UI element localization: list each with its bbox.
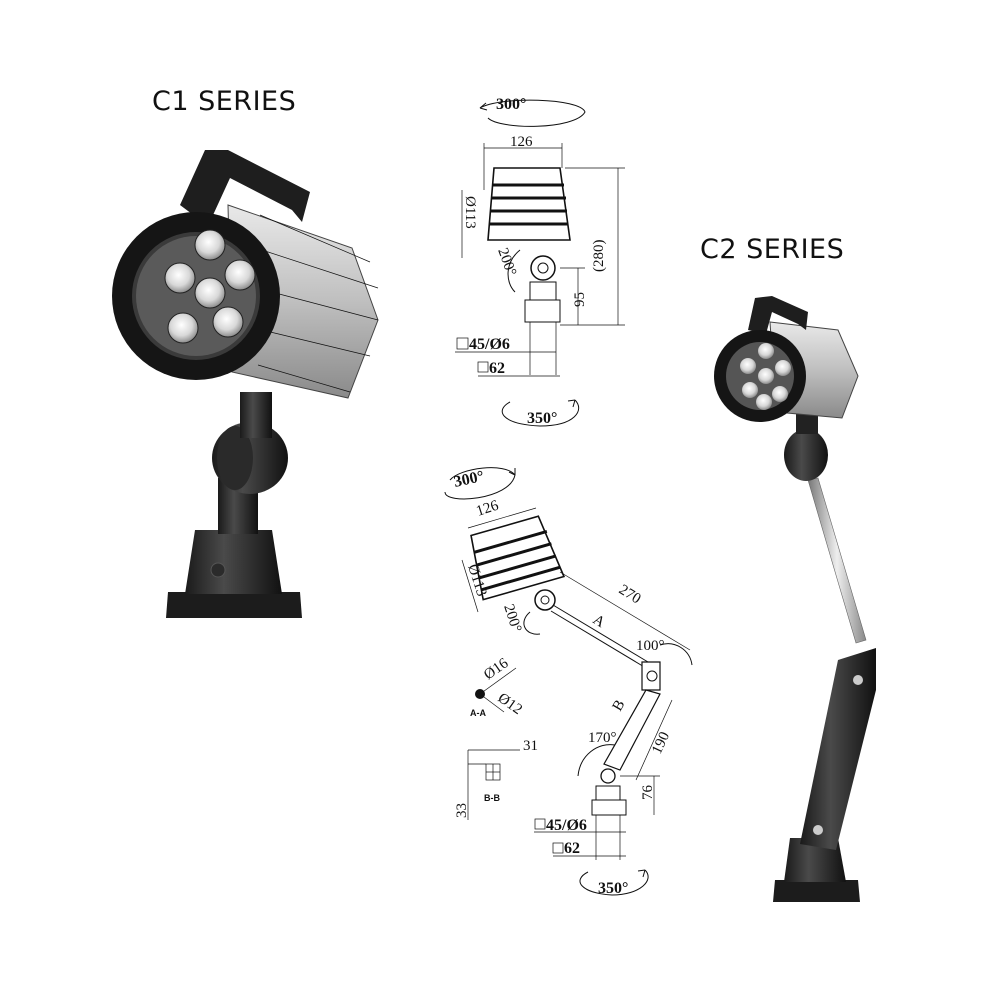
base-height-value-2: 76 [640,785,656,801]
c2-upper-rod [807,477,867,644]
lower-length-value: 190 [649,730,673,757]
c2-lower-arm [800,648,876,850]
c1-handle [180,150,310,226]
rotation-top-value: 300° [496,96,526,113]
c2-dimension-drawing: 300° 126 Ø113 200° A 270 [444,467,693,897]
rotation-bottom-value-2: 350° [598,880,628,897]
diameter-outer-value: Ø16 [481,655,512,683]
section-bb-width-value: 31 [523,738,538,754]
c2-series-title: C2 SERIES [700,234,845,265]
base-mount-value: 45/Ø6 [469,336,510,353]
c1-swivel-joint [212,392,288,534]
arm-angle-value: 100° [636,638,665,654]
c1-led-array [164,229,256,344]
c2-handle [748,296,808,334]
tilt-value-2: 200° [500,602,524,634]
base-height-value: 95 [572,292,588,307]
rotation-top-value-2: 300° [452,468,485,491]
base-size-value: 62 [489,360,505,377]
c1-base [166,530,302,618]
c2-lamp-illustration [714,296,876,902]
c2-led-array [740,343,791,410]
width-value: 126 [510,134,533,150]
section-b-label: B [610,697,629,714]
c1-lamp-illustration [112,150,379,618]
lower-angle-value: 170° [588,730,617,746]
c2-swivel-joint [784,412,828,481]
width-value-2: 126 [474,497,501,519]
section-bb-label: B-B [484,793,500,803]
diameter-inner-value: Ø12 [495,690,525,718]
section-aa-label: A-A [470,708,486,718]
tilt-value: 200° [494,246,519,278]
c1-dimension-drawing: 300° 126 Ø113 200° (280) [455,96,625,427]
c2-base [773,838,860,902]
section-bb-height-value: 33 [454,803,470,818]
base-size-value-2: 62 [564,840,580,857]
arm-length-value: 270 [616,582,644,607]
diameter-value: Ø113 [462,196,478,229]
base-mount-value-2: 45/Ø6 [546,817,587,834]
c1-series-title: C1 SERIES [152,86,297,117]
total-height-value: (280) [591,240,607,273]
rotation-bottom-value: 350° [527,410,557,427]
